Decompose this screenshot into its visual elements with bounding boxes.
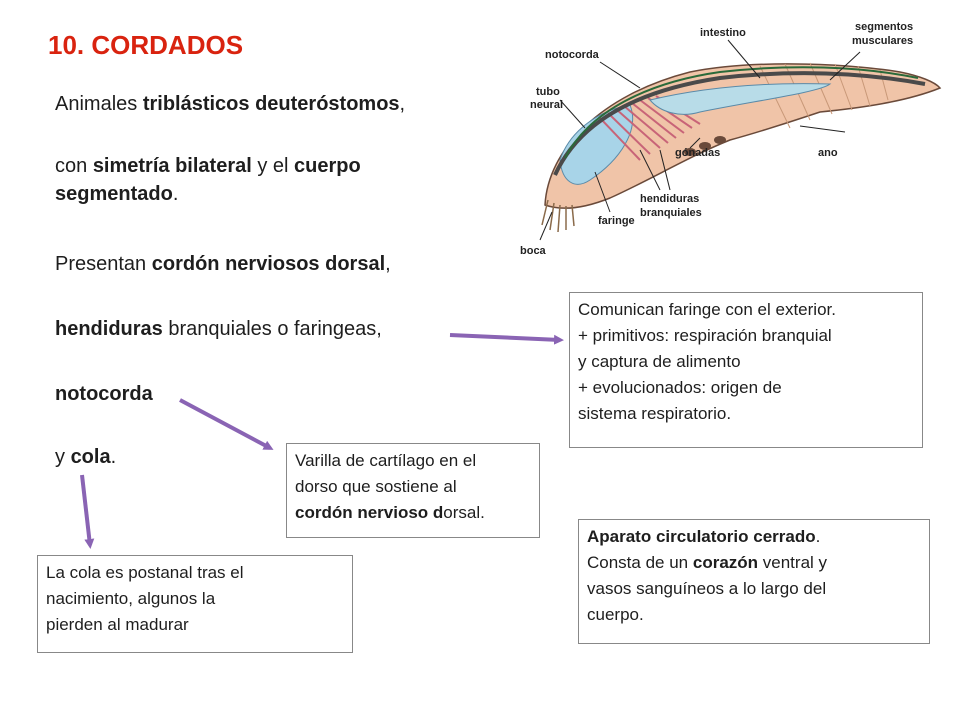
label-leaders	[539, 39, 861, 241]
tail-note-box: La cola es postanal tras el nacimiento, …	[37, 555, 353, 653]
note-line: vasos sanguíneos a lo largo del	[587, 579, 827, 598]
bold-text: segmentado	[55, 183, 173, 205]
circulatory-note-box: Aparato circulatorio cerrado. Consta de …	[578, 519, 930, 644]
label-ano: ano	[818, 147, 838, 159]
label-branquiales: branquiales	[640, 207, 702, 219]
label-musculares: musculares	[852, 35, 913, 47]
label-gonadas: gónadas	[675, 147, 720, 159]
text: branquiales o faringeas,	[162, 318, 382, 340]
label-faringe: faringe	[598, 215, 635, 227]
note-line: Comunican faringe con el exterior.	[578, 300, 836, 319]
text: Animales	[55, 93, 143, 115]
label-hendiduras: hendiduras	[640, 193, 699, 205]
text: orsal.	[443, 503, 485, 522]
text: .	[110, 446, 117, 468]
bold-text: notocorda	[55, 383, 153, 405]
chordate-diagram: intestino segmentos musculares notocorda…	[520, 21, 942, 257]
bold-text: cola	[70, 446, 111, 468]
notochord-note-box: Varilla de cartílago en el dorso que sos…	[286, 443, 540, 538]
bold-text: triblásticos deuteróstomos	[142, 93, 400, 115]
note-line: + primitivos: respiración branquial	[578, 326, 832, 345]
body-outline	[544, 63, 942, 209]
arrow-to-tail-box	[80, 474, 95, 549]
label-intestino: intestino	[700, 27, 746, 39]
bold-text: cordón nerviosos dorsal	[151, 253, 386, 275]
note-line: y captura de alimento	[578, 352, 741, 371]
label-segmentos: segmentos	[855, 21, 913, 33]
note-line: cuerpo.	[587, 605, 644, 624]
note-line: + evolucionados: origen de	[578, 378, 782, 397]
note-line: Varilla de cartílago en el	[295, 451, 477, 470]
gonads	[684, 136, 726, 156]
note-line: cordón nervioso dorsal.	[295, 500, 531, 526]
slide-title: 10. CORDADOS	[48, 30, 244, 60]
text-line-1: Animales triblásticos deuteróstomos,	[55, 90, 405, 118]
notochord-line	[553, 71, 926, 176]
note-line: dorso que sostiene al	[295, 477, 457, 496]
pharynx-note-box: Comunican faringe con el exterior. + pri…	[569, 292, 923, 448]
note-line: pierden al madurar	[46, 615, 189, 634]
label-notocorda: notocorda	[545, 49, 600, 61]
text-line-3: Presentan cordón nerviosos dorsal,	[55, 250, 391, 278]
bold-text: simetría bilateral	[92, 155, 252, 177]
pharynx-shape	[559, 104, 634, 185]
note-line: Consta de un corazón ventral y	[587, 550, 921, 576]
text: Consta de un	[587, 553, 693, 572]
oral-tentacles	[541, 199, 575, 233]
text: y el	[251, 155, 295, 177]
note-line: La cola es postanal tras el	[46, 563, 244, 582]
arrow-to-notochord-box	[179, 398, 274, 450]
arrow-to-pharynx-box	[449, 333, 564, 345]
note-line: nacimiento, algunos la	[46, 589, 216, 608]
label-boca: boca	[520, 245, 547, 257]
text-line-6: y cola.	[55, 443, 116, 471]
label-tubo: tubo	[536, 86, 560, 98]
text-line-4: hendiduras branquiales o faringeas,	[55, 315, 382, 343]
note-line: Aparato circulatorio cerrado.	[587, 524, 921, 550]
bold-text: hendiduras	[55, 318, 163, 340]
text-line-5: notocorda	[55, 380, 153, 408]
intestine-shape	[649, 83, 832, 115]
bold-text: corazón	[692, 553, 759, 572]
neural-tube-line	[564, 66, 919, 159]
text: ventral y	[758, 553, 828, 572]
text: ,	[385, 253, 391, 275]
label-neural: neural	[530, 99, 563, 111]
note-line: sistema respiratorio.	[578, 404, 732, 423]
text-line-2: con simetría bilateral y el cuerpo segmen…	[55, 152, 361, 208]
bold-text: cuerpo	[294, 155, 361, 177]
text: y	[55, 446, 71, 468]
bold-text: cordón nervioso d	[295, 503, 444, 522]
text: .	[172, 183, 179, 205]
text: Presentan	[55, 253, 152, 275]
bold-text: Aparato circulatorio cerrado	[587, 527, 816, 546]
text: ,	[399, 93, 406, 115]
text: con	[55, 155, 93, 177]
text: .	[815, 527, 821, 546]
